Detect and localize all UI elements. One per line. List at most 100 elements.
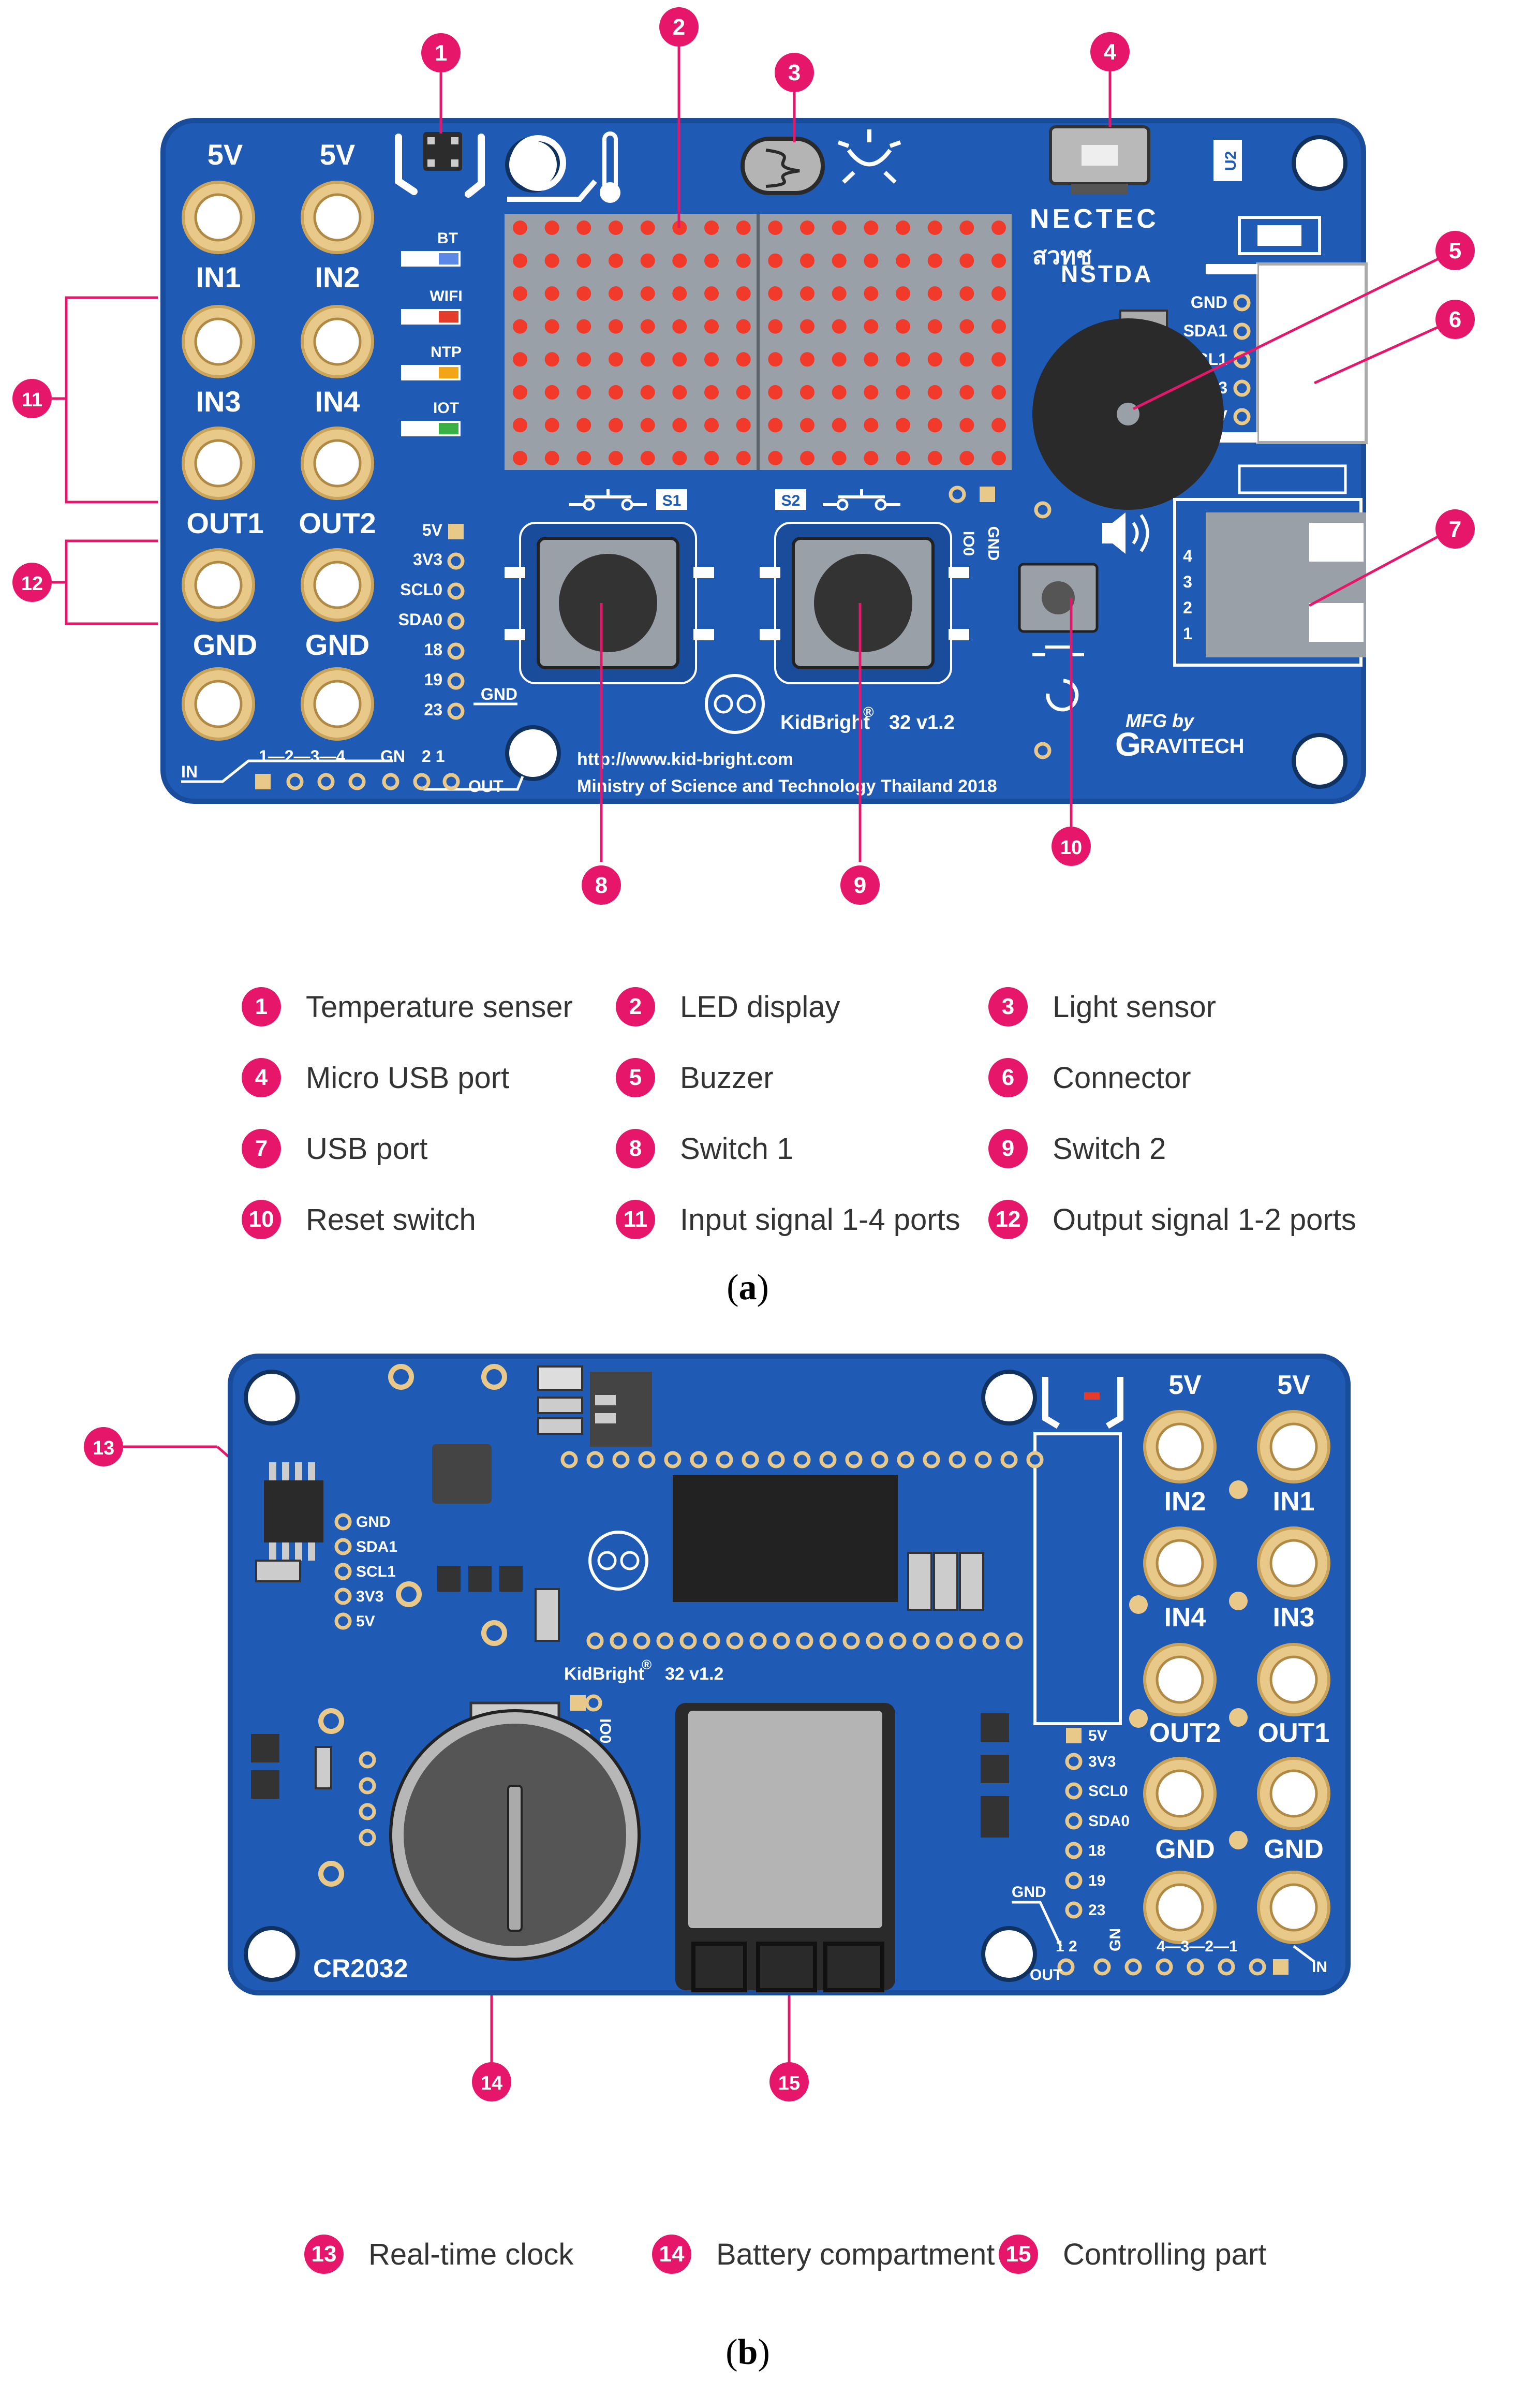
b-pin-out2: OUT2: [1149, 1718, 1221, 1748]
b-pin-in4: IN4: [1164, 1603, 1206, 1633]
b-pin-gnd-2: GND: [1264, 1834, 1324, 1864]
header-pin: [1028, 1453, 1042, 1466]
nectec-logo: NECTEC: [1030, 204, 1159, 234]
callout-5-num: 5: [1449, 238, 1461, 263]
callout-9: 9: [840, 865, 880, 905]
callout-12-num: 12: [21, 573, 43, 595]
led-dot: [768, 319, 783, 334]
i2c-pins-b: GND SDA1 SCL1 3V3 5V: [336, 1514, 397, 1630]
led-dot: [832, 451, 847, 465]
led-dot: [800, 418, 815, 433]
header-pin: [728, 1634, 742, 1648]
led-dot: [736, 253, 751, 268]
led-dot: [832, 319, 847, 334]
hp-19: 19: [424, 670, 442, 689]
led-dot: [544, 352, 559, 367]
misc-components-b: [251, 1365, 1009, 1838]
led-dot: [640, 286, 655, 301]
led-dot: [832, 385, 847, 400]
buzzer: [1032, 310, 1224, 517]
header-pin: [612, 1634, 625, 1648]
header-pin: [751, 1634, 765, 1648]
small-holes-b: [318, 1364, 507, 1887]
led-iot-label: IOT: [433, 400, 459, 417]
b-hp-sda0: SDA0: [1088, 1813, 1130, 1830]
led-dot: [704, 253, 719, 268]
led-dot: [864, 352, 879, 367]
b-bottom-nums: 4—3—2—1: [1157, 1938, 1238, 1955]
b-hp-5v: 5V: [1088, 1727, 1107, 1744]
led-dot: [704, 319, 719, 334]
led-dot: [800, 319, 815, 334]
i2c-gnd: GND: [1191, 293, 1227, 312]
switch-2: S2: [760, 489, 969, 684]
led-dot: [704, 286, 719, 301]
kidbright-mascot-b: [588, 1531, 648, 1591]
callout-badges: 1 2 3 4 5 6 7 8 9 10 11 12 13 14 15: [12, 7, 1475, 2102]
header-pin: [845, 1634, 858, 1648]
led-dot: [864, 418, 879, 433]
usb-pin-2: 2: [1183, 598, 1192, 617]
header-pin: [682, 1634, 695, 1648]
header-pin: [744, 1453, 757, 1466]
callout-2-num: 2: [673, 14, 685, 40]
callout-15: 15: [769, 2062, 809, 2102]
b-bottom-out: OUT: [1030, 1966, 1062, 1983]
hp-18: 18: [424, 640, 442, 659]
i2c-sda1: SDA1: [1183, 321, 1227, 340]
led-dot: [832, 221, 847, 235]
usb-port: U1: [1173, 464, 1366, 667]
usb-pin-4: 4: [1183, 547, 1192, 565]
led-dot: [640, 352, 655, 367]
header-pin: [795, 1453, 809, 1466]
callout-7: 7: [1435, 509, 1475, 549]
callout-2: 2: [659, 7, 699, 47]
ministry-text: Ministry of Science and Technology Thail…: [577, 776, 997, 796]
reset-switch: [1018, 563, 1099, 757]
b-pin-5v-2: 5V: [1277, 1370, 1310, 1400]
led-dot: [991, 385, 1006, 400]
mfg-text: MFG by: [1126, 710, 1195, 731]
usb-pin-3: 3: [1183, 572, 1192, 591]
board-a: 5V 5V IN1 IN2 IN3 IN4 OUT1 OUT2 GND GND: [160, 118, 1368, 804]
a-bottom-out: OUT: [468, 777, 504, 796]
kidbright-text-a: KidBright: [780, 712, 870, 733]
led-dot: [640, 253, 655, 268]
a-bottom-in: IN: [181, 762, 198, 781]
nstda-logo: NSTDA: [1061, 260, 1153, 287]
led-dot: [927, 451, 942, 465]
led-dot: [896, 319, 910, 334]
bottom-pins-a: IN 1—2—3—4 GN 2 1 OUT: [181, 747, 524, 796]
b-hp-scl0: SCL0: [1088, 1783, 1128, 1800]
led-dot: [991, 221, 1006, 235]
header-pin: [821, 1634, 835, 1648]
led-dot: [959, 451, 974, 465]
led-dot: [991, 286, 1006, 301]
led-dot: [959, 352, 974, 367]
led-dot: [896, 385, 910, 400]
header-pin: [961, 1634, 974, 1648]
led-dot: [609, 286, 623, 301]
led-display: [505, 214, 1012, 470]
callout-8: 8: [582, 865, 621, 905]
header-pin: [976, 1453, 990, 1466]
led-dot: [513, 253, 527, 268]
header-pin: [821, 1453, 835, 1466]
led-dot: [609, 418, 623, 433]
model-text-b: 32 v1.2: [665, 1664, 723, 1684]
header-pin: [658, 1634, 672, 1648]
gravitech-text: RAVITECH: [1140, 735, 1244, 758]
led-dot: [927, 221, 942, 235]
s2-label: S2: [781, 492, 801, 509]
io0-gnd-pins: IO0 GND: [951, 487, 1002, 561]
header-pin: [951, 1453, 964, 1466]
led-dot: [896, 253, 910, 268]
hp-sda0: SDA0: [398, 610, 442, 629]
b-io0-label: IO0: [597, 1718, 614, 1743]
led-dot: [832, 352, 847, 367]
led-dot: [991, 253, 1006, 268]
cr2032-label: CR2032: [313, 1954, 408, 1983]
led-dot: [544, 418, 559, 433]
hp-3v3: 3V3: [413, 550, 442, 569]
header-pin: [847, 1453, 861, 1466]
